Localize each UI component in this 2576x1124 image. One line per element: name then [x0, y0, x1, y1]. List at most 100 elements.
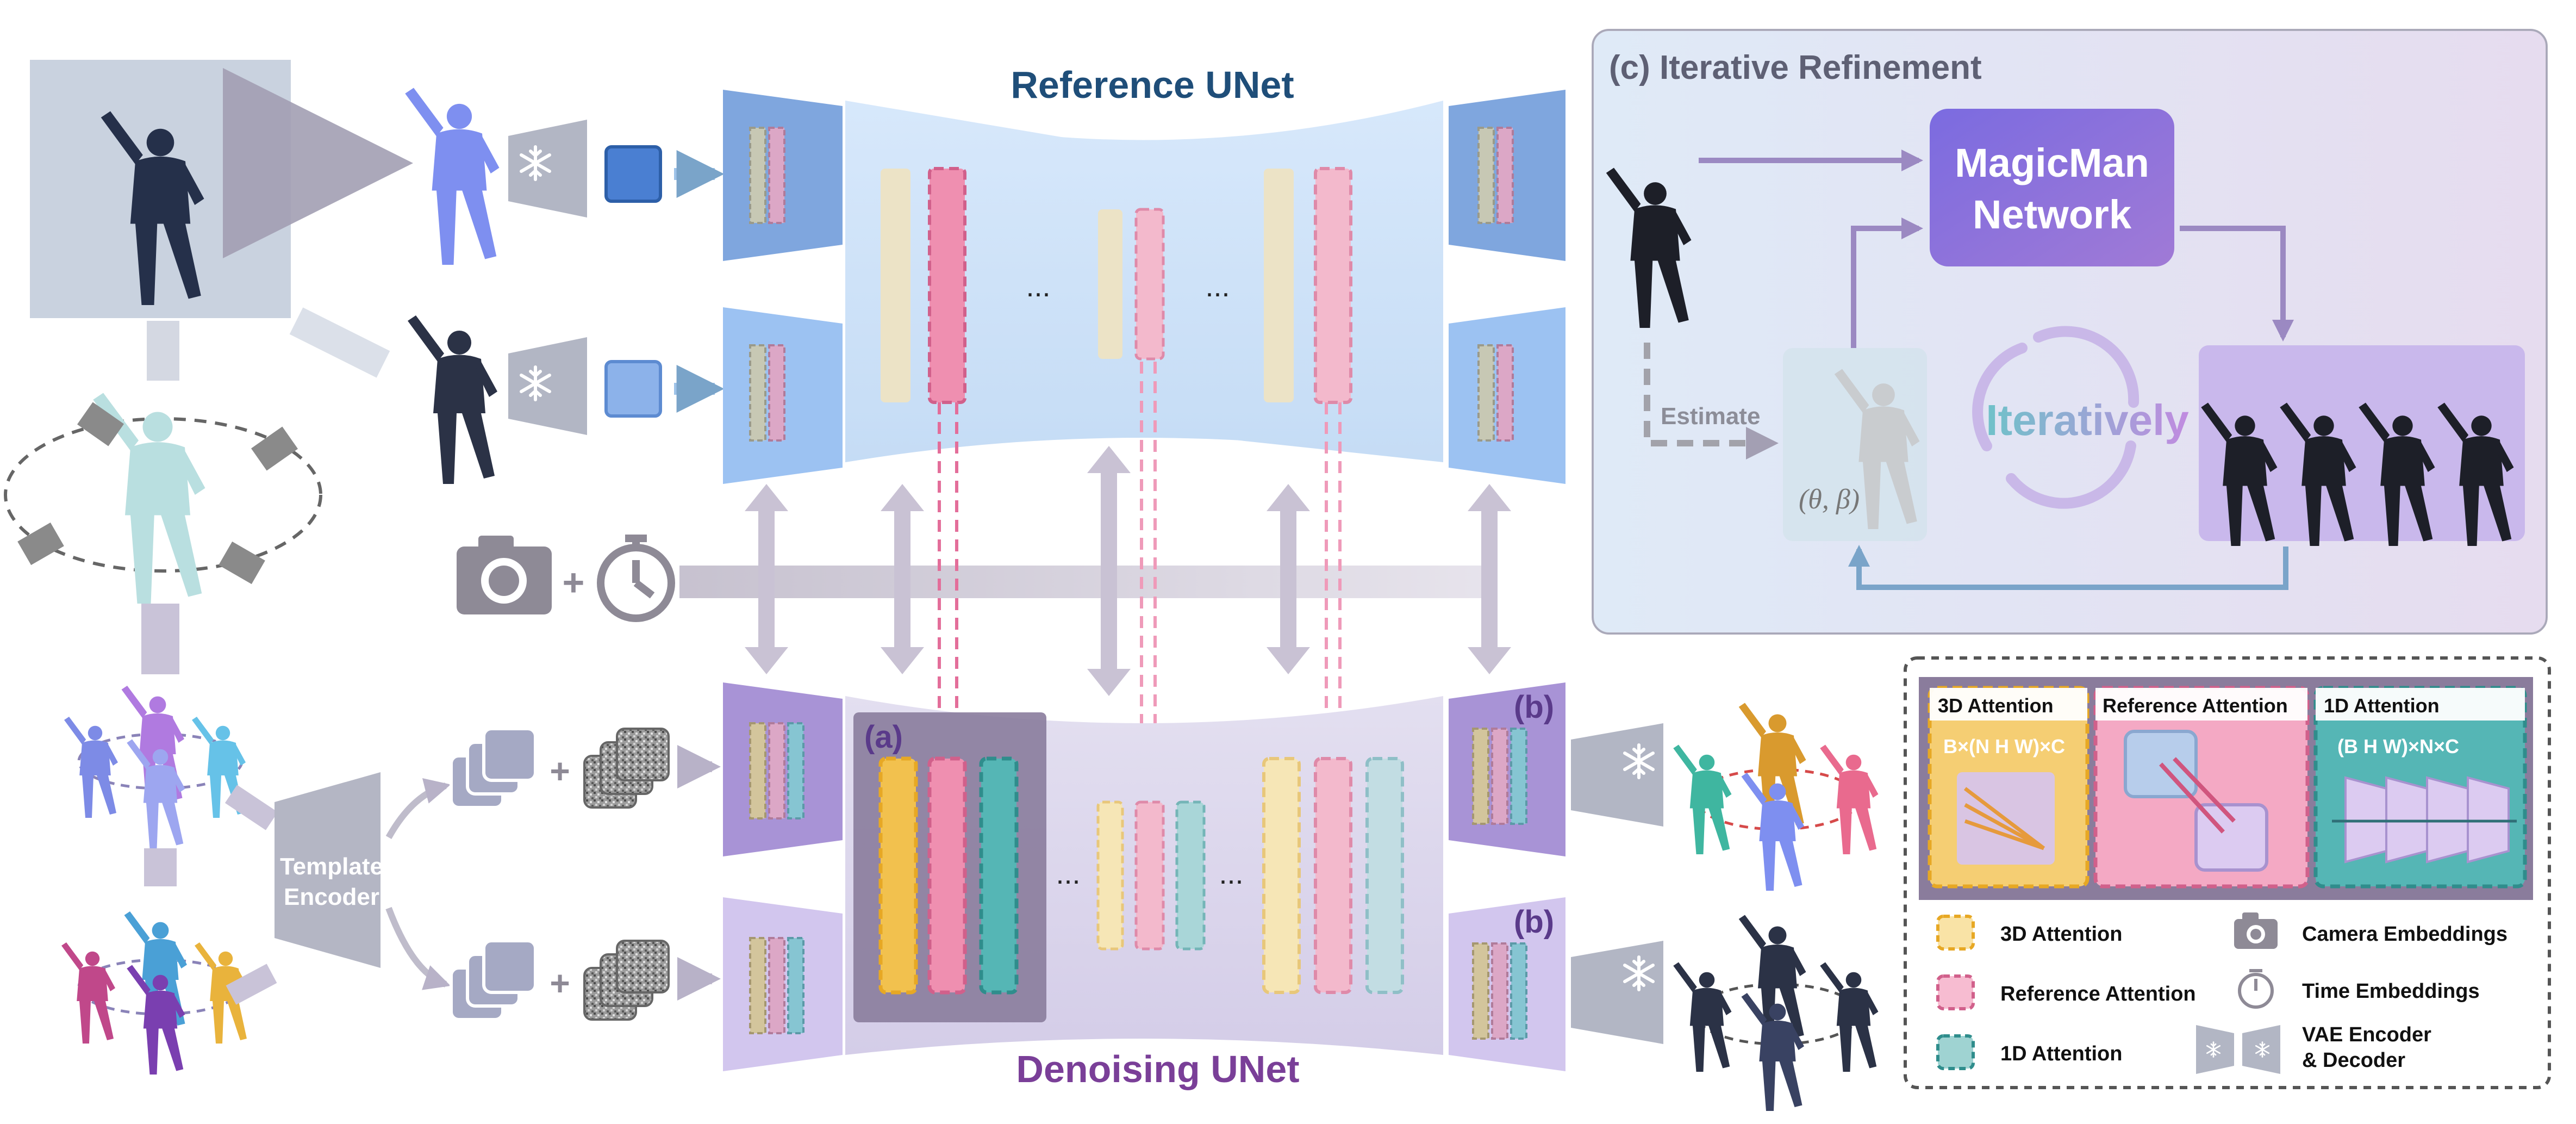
legend-ref-attention-swatch — [1936, 974, 1975, 1010]
latent-stack-top — [450, 727, 537, 809]
camera-markers — [17, 402, 298, 585]
magicman-label-1: MagicMan — [1955, 140, 2149, 185]
ref-attention-block-out — [1314, 167, 1352, 404]
ref-ellipsis-2: ... — [1205, 270, 1230, 303]
plus-sign: + — [563, 561, 585, 604]
encoder-arrow-down — [385, 906, 451, 990]
den-3d-attention-block — [878, 756, 918, 995]
legend-camera-label: Camera Embeddings — [2302, 923, 2508, 946]
iteratively-label: Iteratively — [1986, 396, 2189, 444]
plus-sign: + — [550, 964, 570, 1003]
arrow-to-encoder-bottom — [226, 964, 277, 1005]
noise-icon — [583, 940, 670, 1021]
reference-unet: Reference UNet ... ... — [845, 64, 1443, 462]
detail-3d-attention: 3D Attention B×(N H W)×C — [1928, 686, 2090, 889]
legend-3d-attention-swatch — [1936, 915, 1975, 951]
template-normal-renders — [64, 686, 246, 849]
ref-attention-block — [928, 167, 966, 404]
iterative-refinement-panel: (c) Iterative Refinement MagicMan Networ… — [1592, 29, 2548, 635]
theta-beta-label: (θ, β) — [1799, 484, 1860, 515]
template-encoder-label-1: Template — [280, 853, 383, 880]
legend-time-label: Time Embeddings — [2302, 980, 2480, 1003]
iteration-cycle-icon — [1972, 326, 2140, 509]
legend-camera-icon — [2234, 912, 2278, 949]
legend-1d-attention-label: 1D Attention — [2000, 1042, 2122, 1065]
iterative-refinement-title: (c) Iterative Refinement — [1609, 49, 1982, 86]
output-rgb-views — [1673, 915, 1879, 1111]
detail-1d-attention: 1D Attention (B H W)×N×C — [2313, 686, 2527, 889]
rgb-reference-image — [408, 315, 497, 484]
detail-1d-attention-title: 1D Attention — [2324, 694, 2440, 717]
ref-beige-block — [881, 169, 910, 402]
ref-latent-card-top — [723, 90, 843, 261]
detail-reference-attention: Reference Attention — [2093, 686, 2310, 889]
den-output-card-top: (b) — [1449, 682, 1565, 856]
den-3d-attention-mid — [1096, 800, 1124, 951]
legend-box: 3D Attention B×(N H W)×C Reference Atten… — [1904, 656, 2551, 1089]
den-latent-card-bottom — [723, 897, 843, 1071]
detail-reference-attention-title: Reference Attention — [2103, 694, 2288, 717]
vae-decoder-normal — [1571, 723, 1663, 827]
stopwatch-icon — [597, 535, 675, 622]
arrow-to-encoder-top — [224, 785, 278, 830]
magicman-network: MagicMan Network — [1930, 109, 2174, 266]
tag-b: (b) — [1514, 690, 1554, 725]
den-output-card-bottom: (b) — [1449, 897, 1565, 1071]
input-column — [4, 60, 413, 1075]
den-1d-attention-mid — [1175, 800, 1206, 951]
latent-stack-bottom — [450, 939, 537, 1021]
legend-vae-label-1: VAE Encoder — [2302, 1023, 2431, 1046]
detail-1d-attention-formula: (B H W)×N×C — [2337, 735, 2459, 757]
ref-latent-card-bottom — [723, 307, 843, 484]
ref-ellipsis-1: ... — [1026, 270, 1050, 303]
den-ellipsis-1: ... — [1056, 858, 1080, 890]
denoising-unet-title: Denoising UNet — [1016, 1048, 1299, 1090]
iter-arrow-to-views — [2180, 226, 2294, 341]
legend-vae-label-2: & Decoder — [2302, 1049, 2405, 1072]
legend-vae-icon — [2196, 1025, 2280, 1074]
detail-3d-attention-title: 3D Attention — [1938, 694, 2054, 717]
template-segmentation-renders — [61, 911, 248, 1075]
plus-sign: + — [550, 752, 570, 791]
denoising-unet: Denoising UNet (a) ... ... — [845, 696, 1443, 1090]
den-3d-attention-out — [1262, 757, 1301, 994]
vae-encoder-rgb — [508, 337, 725, 435]
encoder-arrow-up — [385, 778, 451, 839]
ref-attention-block-mid — [1134, 208, 1165, 361]
den-ref-attention-out — [1314, 757, 1352, 994]
estimate-label: Estimate — [1661, 403, 1760, 430]
detail-3d-attention-formula: B×(N H W)×C — [1943, 735, 2065, 757]
smpl-estimate-card: (θ, β) — [1783, 348, 1927, 541]
normal-reference-image — [405, 88, 500, 265]
ref-beige-block-out — [1264, 169, 1294, 402]
den-ellipsis-2: ... — [1219, 858, 1243, 890]
magicman-label-2: Network — [1973, 192, 2132, 237]
iter-feedback-arrow — [1848, 545, 2288, 590]
tag-a: (a) — [864, 719, 903, 755]
embedding-bar — [679, 566, 1495, 598]
vae-encoder-normal — [508, 120, 725, 218]
legend-stopwatch-icon — [2238, 969, 2274, 1009]
ref-output-card-top — [1449, 90, 1565, 261]
reference-unet-title: Reference UNet — [1011, 64, 1294, 106]
den-latent-card-top — [723, 682, 843, 856]
template-encoder: Template Encoder — [275, 772, 383, 968]
camera-icon — [457, 536, 552, 614]
ref-beige-block-mid — [1098, 209, 1122, 359]
tag-b: (b) — [1514, 904, 1554, 940]
legend-1d-attention-swatch — [1936, 1034, 1975, 1070]
template-encoder-label-2: Encoder — [284, 884, 379, 910]
vae-decoder-rgb — [1571, 941, 1663, 1044]
output-normal-views — [1673, 703, 1879, 891]
noise-icon — [583, 728, 670, 809]
arrow-to-rgb — [289, 307, 390, 378]
embedding-vertical-arrows — [745, 446, 1511, 696]
legend-ref-attention-label: Reference Attention — [2000, 983, 2196, 1005]
den-ref-attention-block — [927, 756, 967, 995]
den-1d-attention-block — [979, 756, 1019, 995]
estimate-arrow — [1644, 343, 1779, 459]
den-1d-attention-out — [1365, 757, 1404, 994]
legend-3d-attention-label: 3D Attention — [2000, 923, 2122, 946]
ref-output-card-bottom — [1449, 307, 1565, 484]
